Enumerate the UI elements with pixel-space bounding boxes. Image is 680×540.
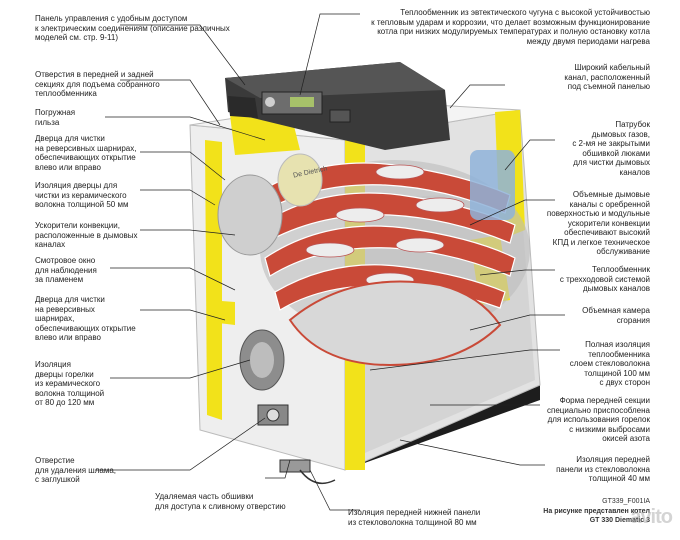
label-heat-exchanger-top: Теплообменник из эвтектического чугуна с… [371, 8, 650, 46]
leader-lines [95, 13, 565, 511]
label-removable-casing: Удаляемая часть обшивки для доступа к сл… [155, 492, 286, 511]
watermark-text: avito [630, 506, 673, 528]
label-flue-nozzle: Патрубок дымовых газов, с 2-мя не закрыт… [572, 120, 650, 177]
label-full-insulation: Полная изоляция теплообменника слоем сте… [569, 340, 650, 387]
flue-pipe [470, 150, 515, 220]
control-panel-unit [225, 62, 450, 150]
label-front-section-shape: Форма передней секции специально приспос… [547, 396, 650, 443]
combustion-chamber-shape [288, 280, 502, 367]
label-cleaning-door-bottom: Дверца для чистки на реверсивных шарнира… [35, 295, 136, 342]
front-door-disc [217, 174, 283, 256]
label-door-insulation: Изоляция дверцы для чистки из керамическ… [35, 181, 129, 209]
label-combustion-chamber: Объемная камера сгорания [582, 306, 650, 325]
heat-exchanger [217, 150, 530, 391]
label-control-panel: Панель управления с удобным доступом к э… [35, 14, 230, 42]
label-immersion-sleeve: Погружная гильза [35, 108, 76, 127]
label-three-pass: Теплообменник с трехходовой системой дым… [559, 265, 650, 293]
label-sight-glass: Смотровое окно для наблюдения за пламене… [35, 256, 97, 284]
figure-caption-line2: GT 330 Diematic 3 [589, 517, 650, 524]
label-cable-channel: Широкий кабельный канал, расположенный п… [564, 63, 650, 91]
label-bottom-panel-insulation: Изоляция передней нижней панели из стекл… [348, 508, 481, 527]
label-lift-openings: Отверстия в передней и задней секциях дл… [35, 70, 160, 98]
figure-code: GT339_F001IA [602, 498, 650, 505]
label-burner-door-insulation: Изоляция дверцы горелки из керамического… [35, 360, 105, 407]
label-front-panel-insulation: Изоляция передней панели из стекловолокн… [556, 455, 650, 483]
label-convection-accelerators: Ускорители конвекции, расположенные в ды… [35, 221, 138, 249]
label-sludge-opening: Отверстие для удаления шлама, с заглушко… [35, 456, 117, 484]
label-flue-channels: Объемные дымовые каналы с оребренной пов… [546, 190, 650, 256]
figure-caption-line1: На рисунке представлен котел [543, 508, 650, 515]
label-cleaning-door-top: Дверца для чистки на реверсивных шарнира… [35, 134, 137, 172]
